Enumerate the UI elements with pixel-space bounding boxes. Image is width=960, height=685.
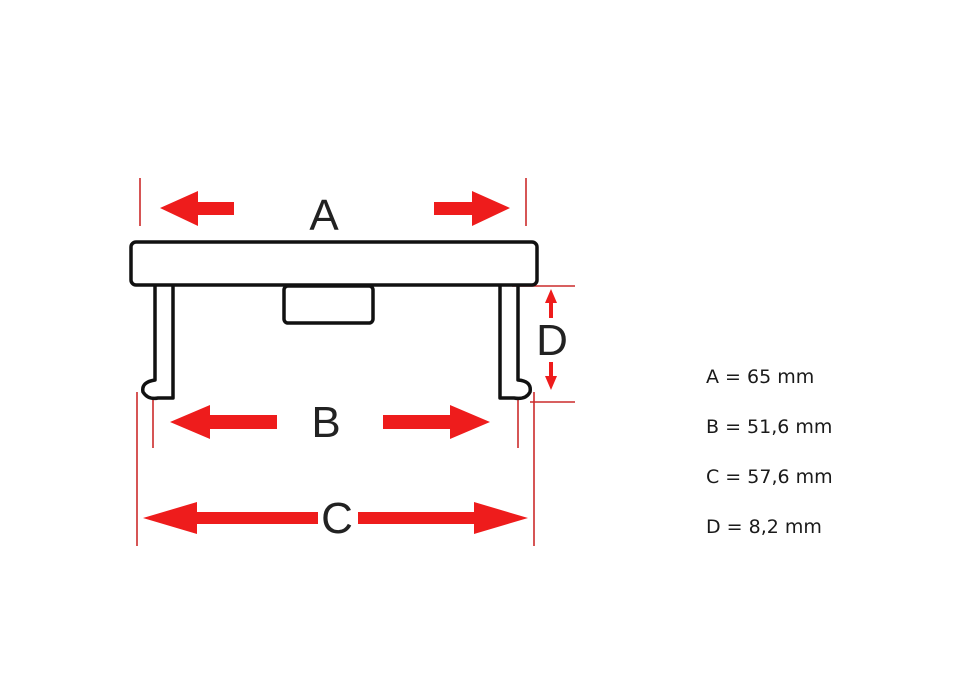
arrow-b-left bbox=[170, 405, 277, 439]
cap-outline bbox=[129, 240, 539, 401]
arrow-c-right bbox=[358, 502, 528, 534]
arrow-c-left bbox=[143, 502, 318, 534]
cap-left-leg bbox=[141, 286, 175, 401]
cap-center-tab bbox=[282, 284, 375, 325]
arrow-a-right bbox=[434, 191, 510, 226]
dimension-label-b: B bbox=[311, 398, 340, 447]
dimension-label-d: D bbox=[536, 316, 568, 365]
arrow-b-right bbox=[383, 405, 490, 439]
dimension-label-a: A bbox=[309, 191, 339, 240]
spec-a: A = 65 mm bbox=[706, 366, 815, 388]
dimension-arrows bbox=[143, 191, 557, 534]
cap-right-leg bbox=[498, 286, 532, 401]
cap-top-plate bbox=[129, 240, 539, 287]
arrow-a-left bbox=[160, 191, 234, 226]
spec-c: C = 57,6 mm bbox=[706, 466, 833, 488]
arrow-d-up bbox=[545, 289, 557, 318]
spec-b: B = 51,6 mm bbox=[706, 416, 833, 438]
extension-lines bbox=[136, 178, 575, 546]
arrow-d-down bbox=[545, 362, 557, 390]
spec-d: D = 8,2 mm bbox=[706, 516, 822, 538]
dimension-label-c: C bbox=[321, 494, 353, 543]
